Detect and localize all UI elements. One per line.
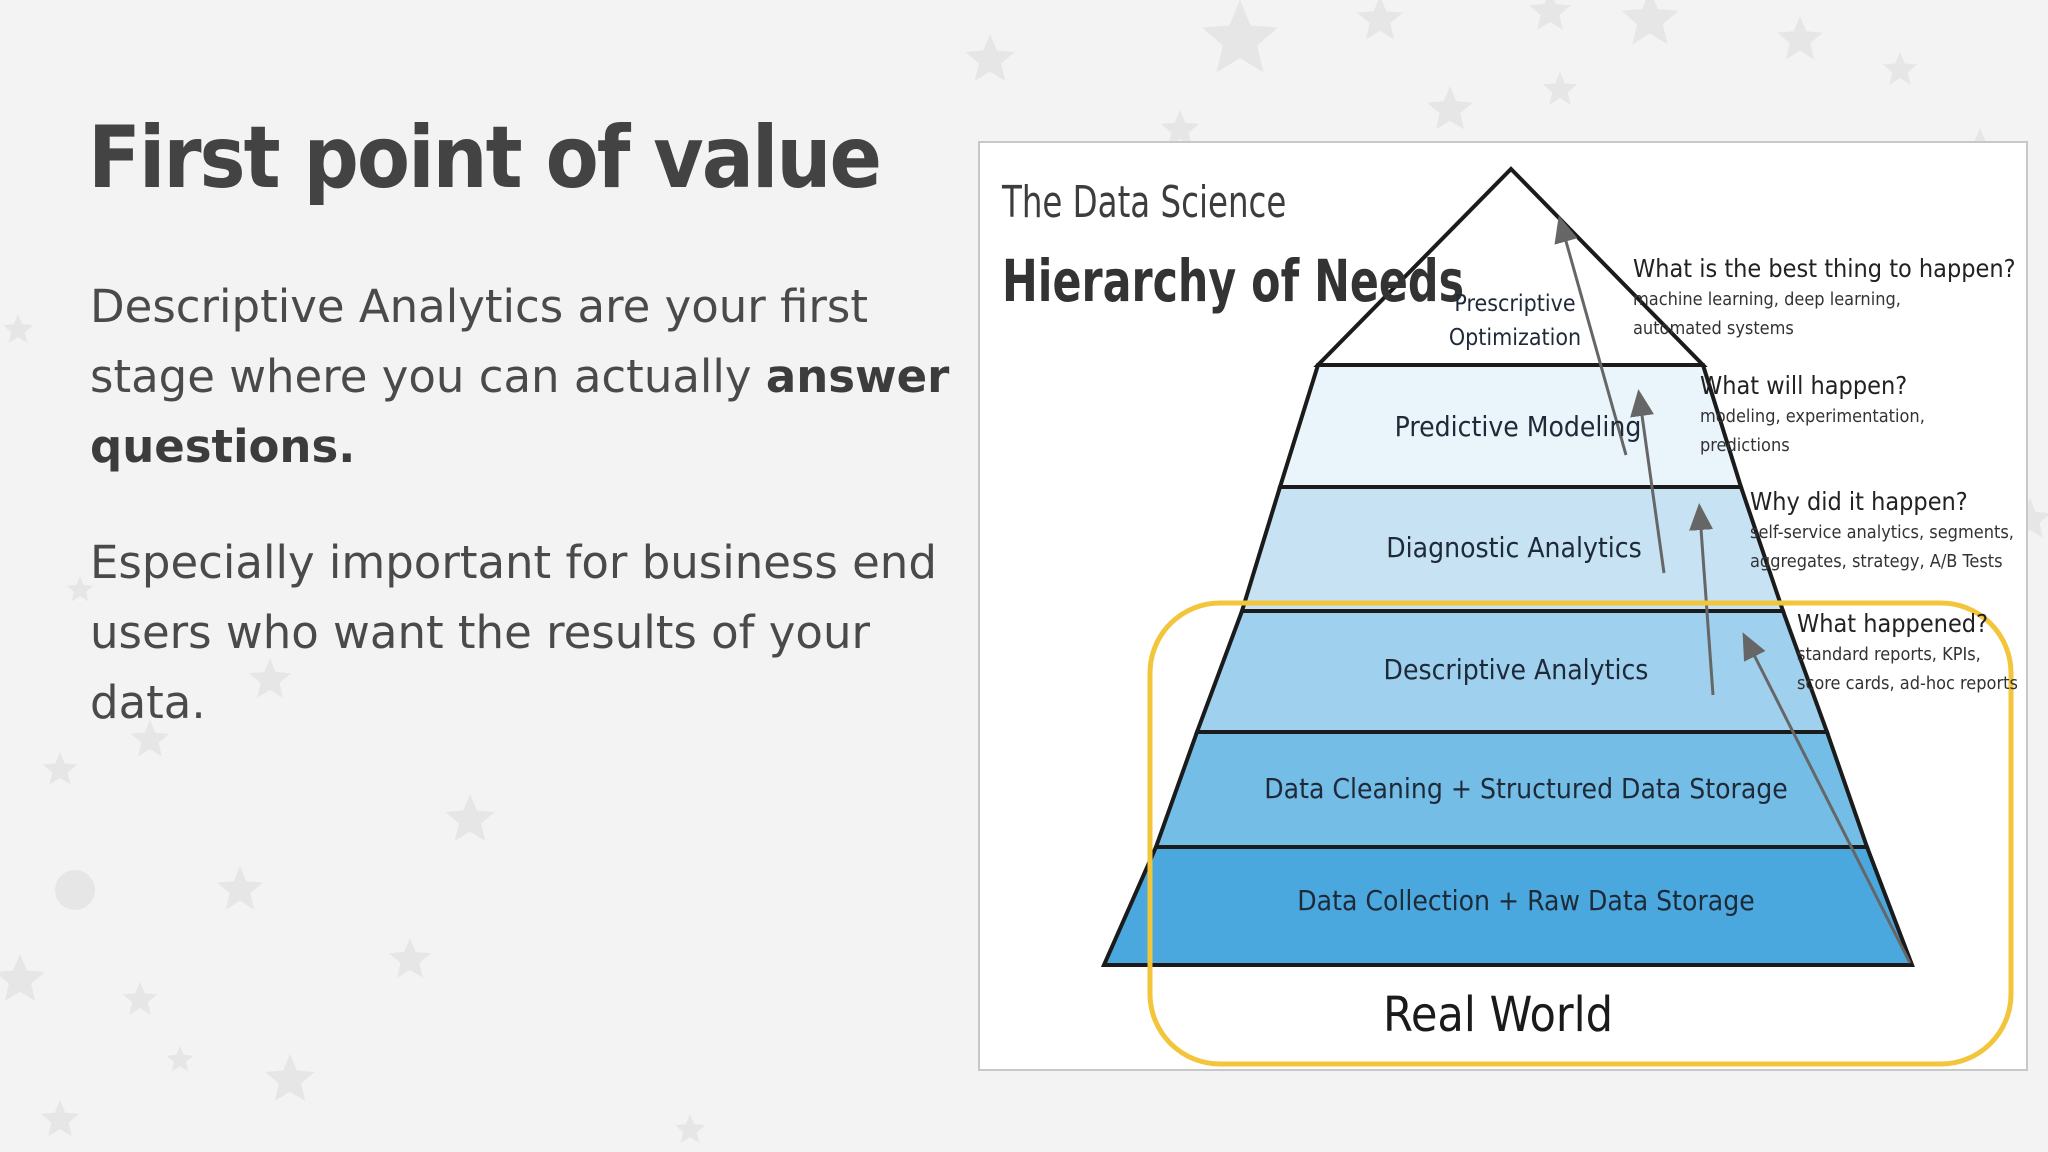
background-star: [1427, 86, 1473, 130]
question-detail: score cards, ad-hoc reports: [1797, 673, 2018, 694]
paragraph-emphasis: answer questions.: [90, 350, 950, 473]
background-star: [2009, 498, 2048, 538]
figure-title-line1: The Data Science: [1002, 177, 1287, 228]
question-detail: aggregates, strategy, A/B Tests: [1750, 551, 2003, 572]
background-star: [0, 954, 45, 1001]
question-descriptive: What happened? standard reports, KPIs, s…: [1797, 608, 2018, 698]
background-star: [41, 1100, 79, 1137]
background-star: [1621, 0, 1679, 45]
level-label-line: Optimization: [1448, 325, 1582, 351]
slide-title: First point of value: [88, 108, 882, 208]
arrow-to-descriptive: [1742, 632, 1912, 964]
arrow-to-predictive: [1630, 389, 1666, 574]
question-predictive: What will happen? modeling, experimentat…: [1700, 370, 1925, 460]
background-star: [265, 1054, 315, 1101]
level-label-data-cleaning: Data Cleaning + Structured Data Storage: [1264, 772, 1788, 805]
background-star: [131, 720, 169, 757]
background-star: [1357, 0, 1403, 40]
real-world-label: Real World: [1382, 987, 1614, 1043]
background-star: [217, 866, 263, 910]
figure-title-line2: Hierarchy of Needs: [1002, 247, 1465, 315]
background-star: [42, 752, 78, 785]
highlight-box: [1147, 600, 2014, 1067]
background-star: [445, 794, 495, 841]
hierarchy-of-needs-figure: The Data Science Hierarchy of Needs Pres…: [978, 141, 2028, 1071]
level-label-diagnostic: Diagnostic Analytics: [1386, 531, 1642, 564]
background-star: [66, 576, 94, 602]
question-detail: machine learning, deep learning,: [1633, 289, 1901, 310]
background-star: [166, 1046, 194, 1072]
background-star: [674, 1114, 706, 1143]
question-detail: self-service analytics, segments,: [1750, 522, 2014, 543]
paragraph-business-users: Especially important for business end us…: [90, 536, 937, 729]
pyramid-diagram: [1100, 166, 2014, 1067]
level-label-prescriptive: Prescriptive Optimization: [1449, 287, 1581, 355]
slide-body: Descriptive Analytics are your first sta…: [90, 272, 960, 784]
background-star: [1529, 0, 1571, 30]
question-detail: modeling, experimentation,: [1700, 406, 1925, 427]
background-star: [1882, 52, 1918, 85]
question-heading: What happened?: [1797, 609, 1989, 638]
question-detail: predictions: [1700, 435, 1790, 456]
question-prescriptive: What is the best thing to happen? machin…: [1633, 253, 2016, 343]
background-star: [249, 658, 291, 698]
level-label-descriptive: Descriptive Analytics: [1383, 653, 1649, 686]
background-star: [389, 938, 431, 978]
question-detail: standard reports, KPIs,: [1797, 644, 1981, 665]
background-star: [1202, 0, 1278, 73]
question-heading: What is the best thing to happen?: [1633, 254, 2016, 283]
background-star: [1777, 16, 1823, 60]
question-heading: Why did it happen?: [1750, 487, 1968, 516]
background-star: [2, 314, 34, 343]
level-label-predictive: Predictive Modeling: [1394, 410, 1642, 443]
background-star: [1542, 72, 1578, 105]
question-detail: automated systems: [1633, 318, 1794, 339]
level-label-line: Prescriptive: [1454, 291, 1576, 317]
level-label-data-collection: Data Collection + Raw Data Storage: [1297, 884, 1755, 917]
question-diagnostic: Why did it happen? self-service analytic…: [1750, 486, 2014, 576]
arrow-to-prescriptive: [1554, 215, 1628, 456]
paragraph-descriptive-analytics: Descriptive Analytics are your first sta…: [90, 272, 960, 482]
question-heading: What will happen?: [1700, 371, 1908, 400]
background-star: [1161, 110, 1199, 147]
background-planet: [55, 870, 95, 910]
pyramid-level-prescriptive: [1313, 166, 1708, 367]
paragraph-text: Descriptive Analytics are your first sta…: [90, 280, 869, 403]
background-star: [965, 34, 1015, 81]
background-star: [122, 982, 158, 1015]
